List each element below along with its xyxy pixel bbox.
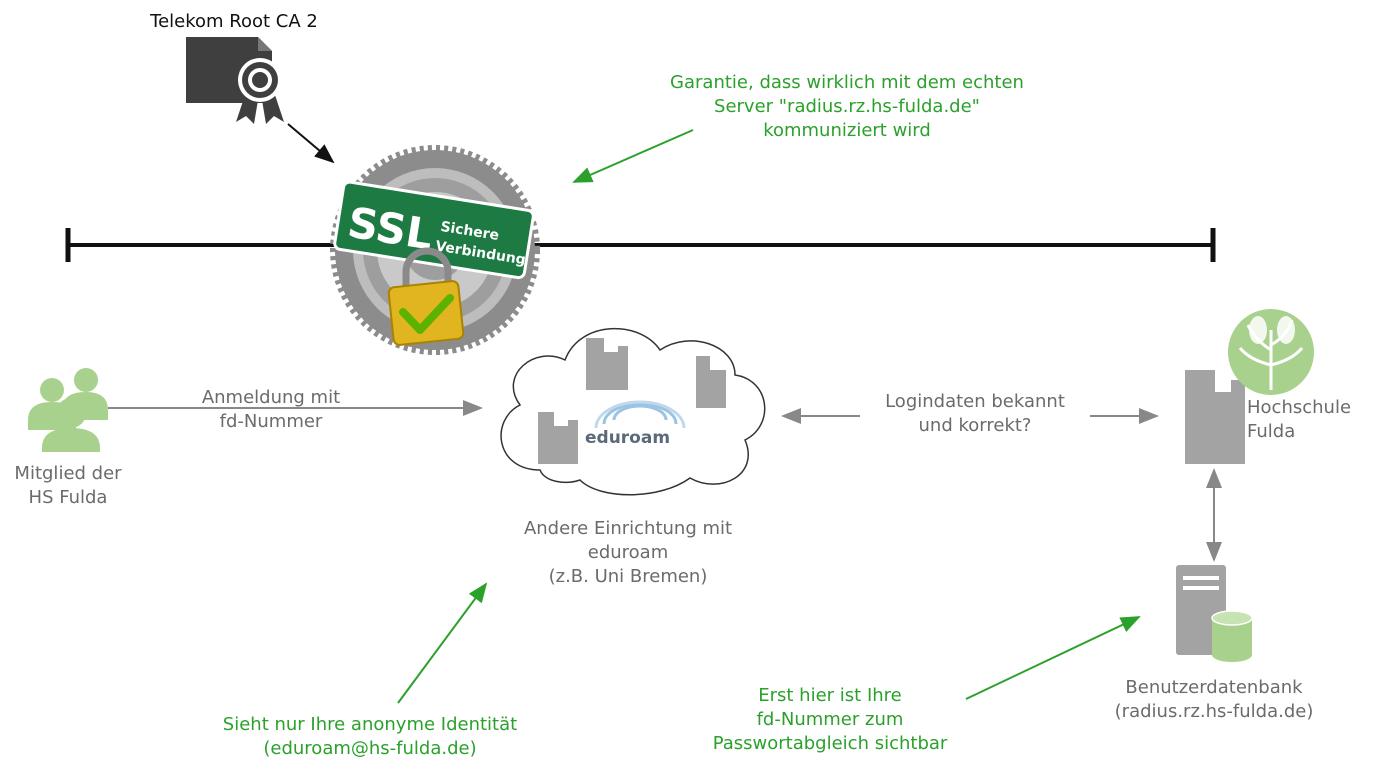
check-edge-label: Logindaten bekannt und korrekt? (860, 390, 1090, 438)
server-database-icon (1176, 565, 1253, 662)
cloud-icon (500, 328, 766, 496)
anonymous-arrow (397, 582, 488, 704)
university-building-icon (1185, 370, 1245, 464)
padlock-icon (387, 247, 465, 346)
institution-label: Andere Einrichtung mit eduroam (z.B. Uni… (523, 518, 733, 587)
guarantee-arrow (572, 129, 694, 183)
ssl-badge: SSL Sichere Verbindung (333, 180, 535, 280)
building-icon-3 (538, 412, 578, 464)
visible-here-note: Erst hier ist Ihre fd-Nummer zum Passwor… (712, 685, 948, 754)
certificate-icon (186, 37, 284, 124)
certificate-label: Telekom Root CA 2 (150, 11, 318, 32)
database-label: Benutzerdatenbank (radius.rz.hs-fulda.de… (1114, 677, 1314, 722)
guarantee-note: Garantie, dass wirklich mit dem echten S… (670, 72, 1024, 141)
anonymous-note: Sieht nur Ihre anonyme Identität (eduroa… (222, 714, 518, 759)
member-label: Mitglied der HS Fulda (14, 463, 122, 508)
eduroam-logo: eduroam (585, 400, 686, 448)
university-label: Hochschule Fulda (1247, 397, 1352, 442)
building-icon-1 (586, 338, 628, 390)
university-logo-icon (1228, 309, 1314, 395)
ssl-tunnel-line (65, 228, 1216, 262)
eduroam-logo-text: eduroam (585, 428, 670, 448)
users-icon (28, 368, 108, 452)
building-icon-2 (696, 356, 726, 408)
certificate-arrow (287, 123, 335, 164)
login-edge-label: Anmeldung mit fd-Nummer (201, 387, 341, 432)
visible-here-arrow (965, 616, 1141, 700)
